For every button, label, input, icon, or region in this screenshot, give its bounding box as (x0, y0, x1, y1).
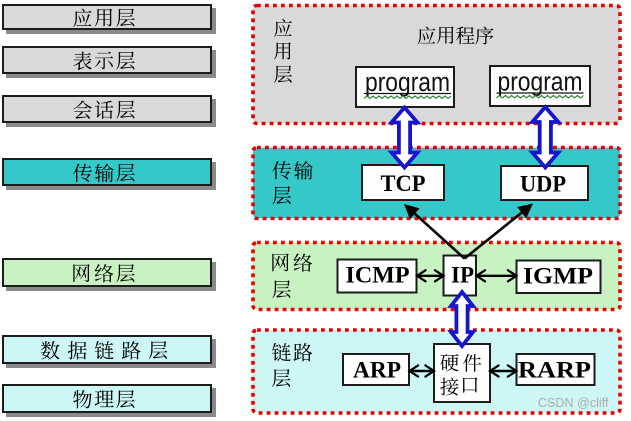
svg-text:IP: IP (451, 263, 474, 288)
svg-text:IGMP: IGMP (523, 264, 593, 289)
svg-text:ICMP: ICMP (346, 263, 410, 288)
svg-text:RARP: RARP (518, 358, 591, 383)
svg-text:program: program (365, 69, 450, 97)
svg-text:TCP: TCP (381, 171, 426, 197)
svg-text:program: program (498, 69, 583, 97)
svg-text:ARP: ARP (353, 358, 401, 383)
svg-text:UDP: UDP (520, 172, 566, 198)
svg-text:CSDN @cliff: CSDN @cliff (538, 396, 609, 410)
